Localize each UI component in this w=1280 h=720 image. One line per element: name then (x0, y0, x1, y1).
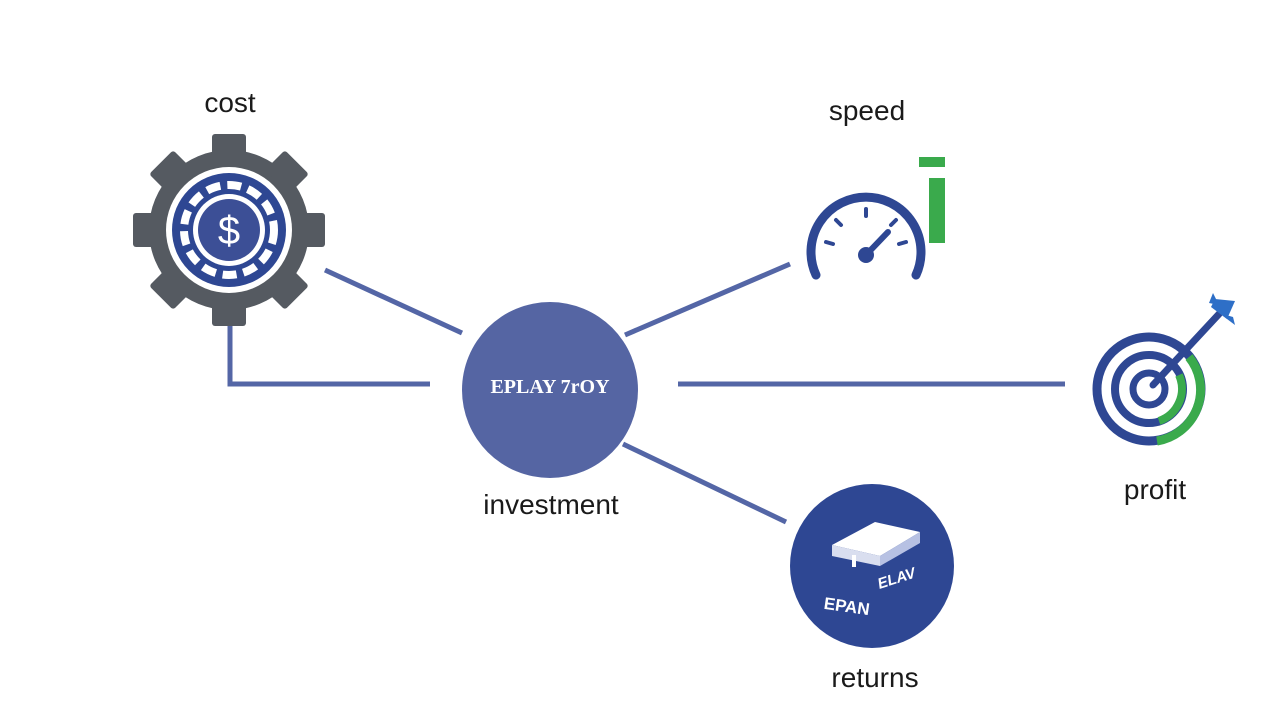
investment-circle-icon: EPLAY 7rOY (462, 302, 638, 478)
gear-dollar-icon: $ (133, 134, 325, 326)
speedometer-icon (806, 192, 926, 280)
node-label-cost: cost (204, 87, 256, 118)
node-label-speed: speed (828, 95, 906, 126)
connector-cost-hub (323, 267, 464, 336)
connectors (227, 261, 1065, 525)
svg-text:$: $ (218, 209, 240, 253)
target-arrow-icon (1092, 293, 1235, 446)
node-label-investment: investment (483, 489, 619, 520)
node-label-profit: profit (1123, 474, 1187, 505)
connector-hub-speed (624, 261, 791, 338)
progress-bar-icon (919, 157, 945, 243)
investment-glyph-text: EPLAY 7rOY (490, 376, 610, 398)
returns-box-icon: ELAV EPAN (790, 484, 954, 648)
connector-hub-returns (621, 441, 788, 525)
node-label-returns: returns (831, 662, 919, 693)
connector-cost-hub-elbow (227, 320, 430, 387)
